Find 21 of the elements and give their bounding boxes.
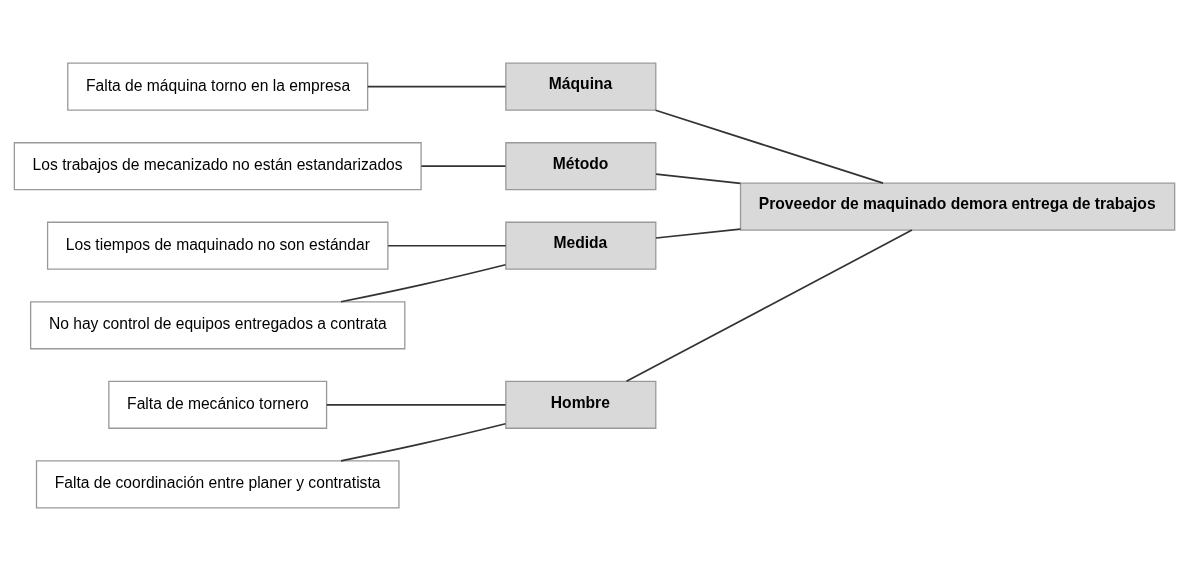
node-box: Método <box>505 142 657 191</box>
node-box: Los trabajos de mecanizado no están estandarizados <box>13 142 422 191</box>
node-box: Los tiempos de maquinado no son estándar <box>46 221 389 270</box>
connector <box>655 228 742 239</box>
connector <box>325 403 507 406</box>
node-box: Falta de mecánico tornero <box>108 380 328 429</box>
connector <box>366 85 507 88</box>
node-box: Hombre <box>505 380 657 429</box>
node-box: Falta de coordinación entre planer y contratista <box>35 460 400 509</box>
node-box: Máquina <box>505 62 657 111</box>
node-box: Proveedor de maquinado demora entrega de trabajos <box>739 182 1176 231</box>
node-box: Medida <box>505 221 657 270</box>
connector <box>387 244 507 247</box>
connector <box>340 422 507 462</box>
node-box: Falta de máquina torno en la empresa <box>67 62 369 111</box>
connector <box>340 263 507 303</box>
connector <box>655 173 742 185</box>
connector <box>654 109 884 184</box>
node-box: No hay control de equipos entregados a contrata <box>30 301 406 350</box>
connector <box>625 229 913 383</box>
connector <box>420 165 507 168</box>
